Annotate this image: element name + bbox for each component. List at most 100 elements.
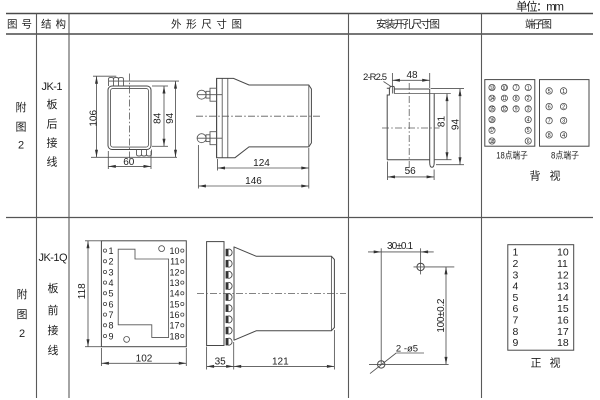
svg-text:2: 2 <box>562 105 565 111</box>
svg-text:接: 接 <box>47 137 58 150</box>
svg-text:13: 13 <box>169 278 179 288</box>
svg-text:单位：mm: 单位：mm <box>516 0 564 14</box>
svg-text:正 视: 正 视 <box>531 356 561 370</box>
svg-text:11: 11 <box>170 257 179 267</box>
svg-text:4: 4 <box>513 281 519 293</box>
svg-text:图号: 图号 <box>7 18 32 30</box>
svg-text:4: 4 <box>109 278 114 288</box>
svg-text:2: 2 <box>527 96 530 102</box>
svg-text:16: 16 <box>557 315 569 327</box>
svg-text:4: 4 <box>527 117 530 123</box>
svg-text:12: 12 <box>502 107 507 113</box>
svg-text:7: 7 <box>513 315 519 327</box>
svg-text:1: 1 <box>109 246 114 256</box>
svg-text:7: 7 <box>548 119 551 125</box>
svg-text:30±0.1: 30±0.1 <box>387 241 413 252</box>
svg-text:端子图: 端子图 <box>525 17 552 30</box>
svg-text:2-R2.5: 2-R2.5 <box>363 72 387 83</box>
svg-text:9: 9 <box>513 337 519 349</box>
svg-text:118: 118 <box>77 283 88 299</box>
svg-text:10: 10 <box>169 246 179 256</box>
svg-text:10: 10 <box>502 85 507 91</box>
svg-text:48: 48 <box>406 70 418 81</box>
svg-text:18: 18 <box>169 331 179 341</box>
svg-text:前: 前 <box>48 303 59 317</box>
svg-text:7: 7 <box>109 310 114 320</box>
svg-text:18: 18 <box>557 337 569 349</box>
svg-text:9: 9 <box>109 331 114 341</box>
svg-text:9: 9 <box>515 107 518 113</box>
svg-text:1: 1 <box>562 89 565 95</box>
svg-text:5: 5 <box>109 289 114 299</box>
svg-text:图: 图 <box>16 121 27 134</box>
svg-text:11: 11 <box>502 96 507 102</box>
svg-text:11: 11 <box>557 258 568 270</box>
svg-text:后: 后 <box>47 117 58 130</box>
svg-text:板: 板 <box>47 97 58 111</box>
svg-text:3: 3 <box>109 267 114 277</box>
svg-text:94: 94 <box>450 119 461 131</box>
svg-text:12: 12 <box>557 269 569 281</box>
svg-text:1: 1 <box>513 247 519 259</box>
svg-text:5: 5 <box>527 128 530 134</box>
svg-text:JK-1Q: JK-1Q <box>39 252 68 264</box>
svg-text:2: 2 <box>109 257 114 267</box>
svg-text:102: 102 <box>136 354 153 365</box>
svg-text:3: 3 <box>527 107 530 113</box>
svg-text:8: 8 <box>109 321 114 331</box>
svg-text:6: 6 <box>548 105 551 111</box>
svg-text:6: 6 <box>513 303 519 315</box>
svg-text:84: 84 <box>153 112 164 124</box>
svg-text:124: 124 <box>253 158 270 169</box>
svg-text:94: 94 <box>165 112 176 124</box>
svg-text:3: 3 <box>562 119 565 125</box>
svg-text:13: 13 <box>557 281 569 293</box>
svg-text:121: 121 <box>272 357 289 368</box>
svg-text:10: 10 <box>557 247 569 259</box>
svg-text:18点端子: 18点端子 <box>496 149 528 160</box>
svg-text:附: 附 <box>17 287 28 301</box>
svg-text:背 视: 背 视 <box>530 169 561 183</box>
svg-text:56: 56 <box>405 166 417 177</box>
svg-text:附: 附 <box>16 100 27 114</box>
svg-text:18: 18 <box>490 139 495 145</box>
svg-text:线: 线 <box>48 343 59 357</box>
svg-text:5: 5 <box>548 89 551 95</box>
svg-text:8: 8 <box>548 133 551 139</box>
svg-text:外形尺寸图: 外形尺寸图 <box>171 17 242 30</box>
svg-text:2: 2 <box>19 328 25 340</box>
svg-text:15: 15 <box>557 303 569 315</box>
svg-text:8: 8 <box>513 326 519 338</box>
svg-text:100±0.2: 100±0.2 <box>436 298 447 332</box>
svg-text:15: 15 <box>169 299 179 309</box>
svg-text:60: 60 <box>123 157 135 168</box>
svg-text:JK-1: JK-1 <box>42 81 63 93</box>
svg-text:13: 13 <box>490 85 495 91</box>
svg-text:17: 17 <box>169 321 179 331</box>
svg-text:17: 17 <box>490 128 495 134</box>
svg-text:接: 接 <box>48 324 59 337</box>
svg-text:14: 14 <box>490 96 495 102</box>
svg-text:4: 4 <box>562 133 565 139</box>
svg-text:2 -ø5: 2 -ø5 <box>396 344 418 355</box>
svg-text:2: 2 <box>18 140 24 152</box>
svg-text:图: 图 <box>17 308 28 321</box>
svg-text:35: 35 <box>215 357 227 368</box>
svg-text:2: 2 <box>513 258 519 270</box>
svg-text:线: 线 <box>47 155 58 169</box>
svg-text:6: 6 <box>527 139 530 145</box>
svg-text:146: 146 <box>245 176 262 187</box>
svg-text:1: 1 <box>527 85 530 91</box>
svg-text:6: 6 <box>109 299 114 309</box>
svg-text:安装开孔尺寸图: 安装开孔尺寸图 <box>376 17 440 30</box>
svg-text:14: 14 <box>557 292 569 304</box>
svg-text:17: 17 <box>557 326 569 338</box>
svg-text:7: 7 <box>515 85 518 91</box>
svg-text:12: 12 <box>169 267 179 277</box>
svg-text:8: 8 <box>515 96 518 102</box>
svg-text:16: 16 <box>490 117 495 123</box>
svg-text:15: 15 <box>490 107 495 113</box>
svg-text:3: 3 <box>513 269 519 281</box>
svg-text:81: 81 <box>436 116 447 128</box>
svg-text:8点端子: 8点端子 <box>551 149 579 160</box>
